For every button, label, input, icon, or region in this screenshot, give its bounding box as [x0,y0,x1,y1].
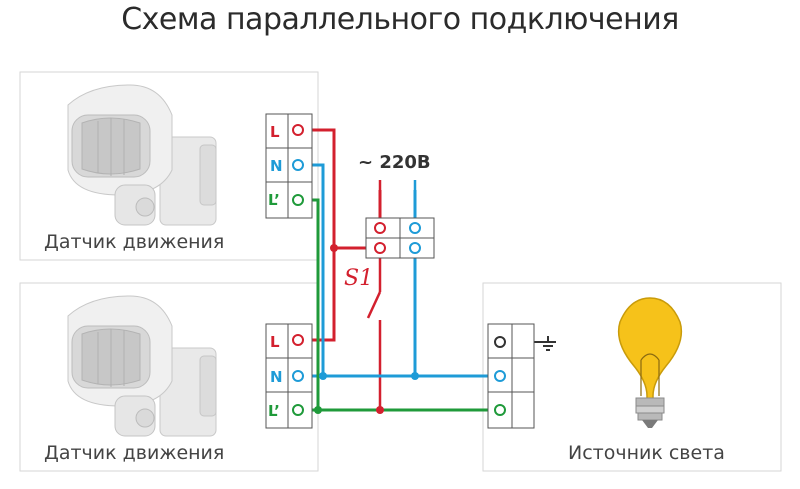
junction-dot [376,406,384,414]
junction-dot [411,372,419,380]
motion-sensor-icon [67,295,217,437]
motion-sensor-icon [67,84,217,226]
supply-terminal-block [365,217,435,259]
terminal-L: L [270,123,280,141]
junction-dot [314,406,322,414]
light-terminal-block [487,323,535,429]
light-bulb-icon [617,297,683,428]
switch-label: S1 [344,266,373,291]
sensor-top-label: Датчик движения [44,231,224,253]
terminal-N: N [270,157,283,175]
sensor-bottom-label: Датчик движения [44,442,224,464]
supply-arrows [378,180,417,198]
junction-dot [319,372,327,380]
terminal-N: N [270,368,283,386]
terminal-Lout: L’ [268,191,280,209]
diagram-title: Схема параллельного подключения [121,2,679,37]
switch-s1 [366,252,382,410]
sensor-top-terminal-block: L N L’ [265,113,313,219]
terminal-L: L [270,333,280,351]
light-label: Источник света [568,442,725,464]
terminal-Lout: L’ [268,402,280,420]
junction-dot [330,244,338,252]
sensor-bottom-terminal-block: L N L’ [265,323,313,429]
supply-label: ~ 220В [358,152,431,173]
wire-N [298,163,500,378]
